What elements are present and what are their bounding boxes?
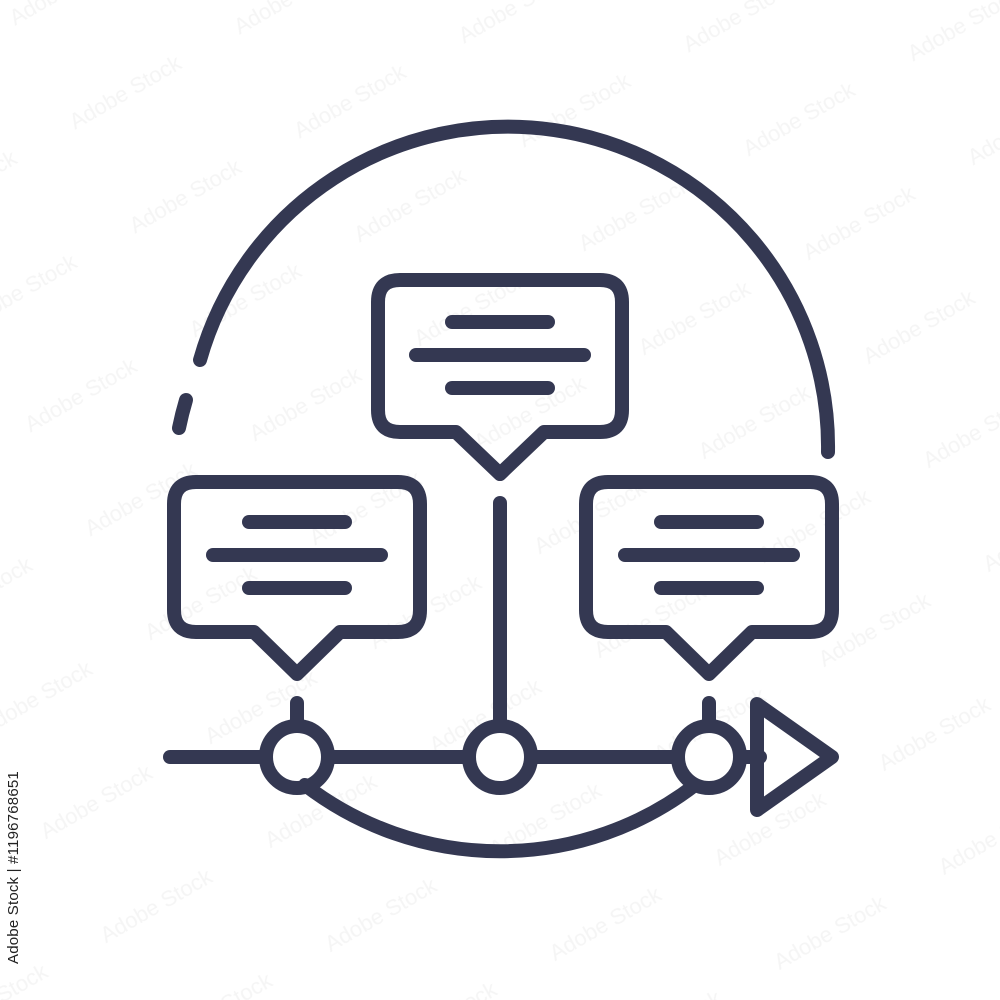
timeline-node-right [671,719,747,795]
circle-arc-bottom [298,778,702,859]
circle-arc-dash [172,393,193,435]
stock-id-label: Adobe Stock | #1196768651 [5,771,22,964]
circle-arc-top [193,119,836,459]
speech-bubble-icon [579,475,839,681]
timeline-node-middle [462,719,538,795]
arrow-right-icon [750,697,839,817]
speech-bubble-icon [167,475,427,681]
speech-bubble-icon [371,273,629,481]
timeline-node-left [259,719,335,795]
